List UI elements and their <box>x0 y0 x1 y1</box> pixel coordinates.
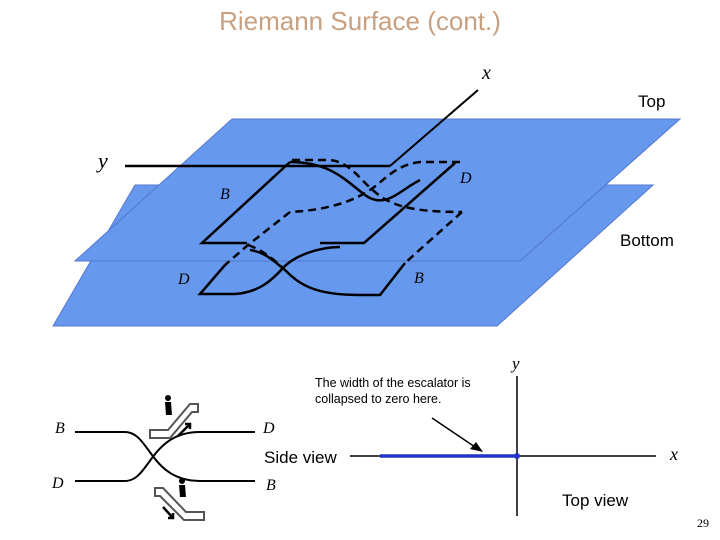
side-view-crossing-a <box>124 431 201 482</box>
side-view-left-bottom-label: D <box>52 475 64 492</box>
top-view-caption: Top view <box>562 491 629 510</box>
side-view-right-bottom-label: B <box>266 477 276 494</box>
top-sheet <box>73 118 682 262</box>
y-axis-label: y <box>98 148 108 173</box>
top-sheet-d-label: D <box>460 170 472 187</box>
escalator-down-icon <box>154 478 205 521</box>
top-sheet-right-edge <box>320 162 456 245</box>
slide-title: Riemann Surface (cont.) <box>219 6 501 36</box>
side-view-left-top-label: B <box>55 420 65 437</box>
top-sheet-crossing-curve <box>289 160 421 202</box>
bottom-sheet-b-label: B <box>414 270 424 287</box>
x-axis-label: x <box>482 62 491 84</box>
top-sheet-dashed-drop-right <box>404 211 463 264</box>
note-line-1: The width of the escalator is <box>315 376 471 390</box>
bottom-sheet-d-label: D <box>178 271 190 288</box>
side-view-caption: Side view <box>264 448 337 467</box>
bottom-sheet-label: Bottom <box>620 231 674 250</box>
escalator-width-note: The width of the escalator is collapsed … <box>315 375 471 407</box>
side-view-crossing-b <box>124 431 201 482</box>
note-pointer-line <box>431 417 479 450</box>
top-view-origin-dot <box>514 453 520 459</box>
page-number: 29 <box>697 516 709 530</box>
top-view-x-label: x <box>670 444 678 464</box>
top-sheet-label: Top <box>638 92 666 111</box>
top-sheet-dashed-crossing <box>247 243 284 269</box>
note-line-2: collapsed to zero here. <box>315 392 442 406</box>
top-sheet-dashed-curve-a <box>292 158 463 214</box>
bottom-sheet-crossing-curve-b <box>249 248 406 297</box>
top-sheet-b-label: B <box>220 186 230 203</box>
top-view-y-label: y <box>512 354 520 373</box>
side-view-right-top-label: D <box>263 420 275 437</box>
top-sheet-left-edge <box>198 161 291 245</box>
escalator-up-icon <box>149 395 199 439</box>
note-pointer-arrowhead <box>470 442 483 452</box>
x-axis-line <box>389 89 479 167</box>
top-sheet-dashed-curve-b <box>289 160 460 214</box>
